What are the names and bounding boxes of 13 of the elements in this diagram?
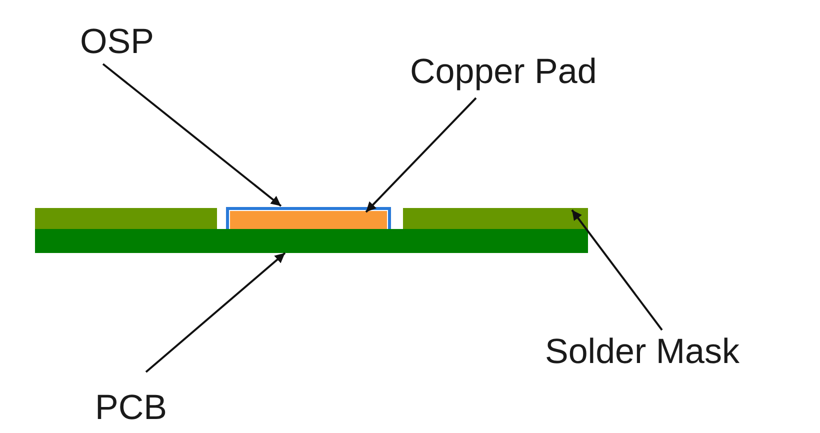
leader-arrow bbox=[571, 209, 663, 331]
label: PCB bbox=[95, 390, 167, 425]
leader-arrow bbox=[145, 252, 286, 373]
leader-arrow bbox=[365, 97, 477, 213]
leader-arrow bbox=[102, 63, 282, 207]
pcb-board bbox=[35, 229, 588, 253]
label: Solder Mask bbox=[545, 334, 740, 369]
copper-pad bbox=[230, 211, 387, 229]
solder-mask-layer bbox=[35, 208, 217, 229]
solder-mask-layer bbox=[403, 208, 588, 229]
label: Copper Pad bbox=[410, 54, 597, 89]
osp-coating-layer bbox=[226, 207, 391, 229]
label: OSP bbox=[80, 24, 154, 59]
